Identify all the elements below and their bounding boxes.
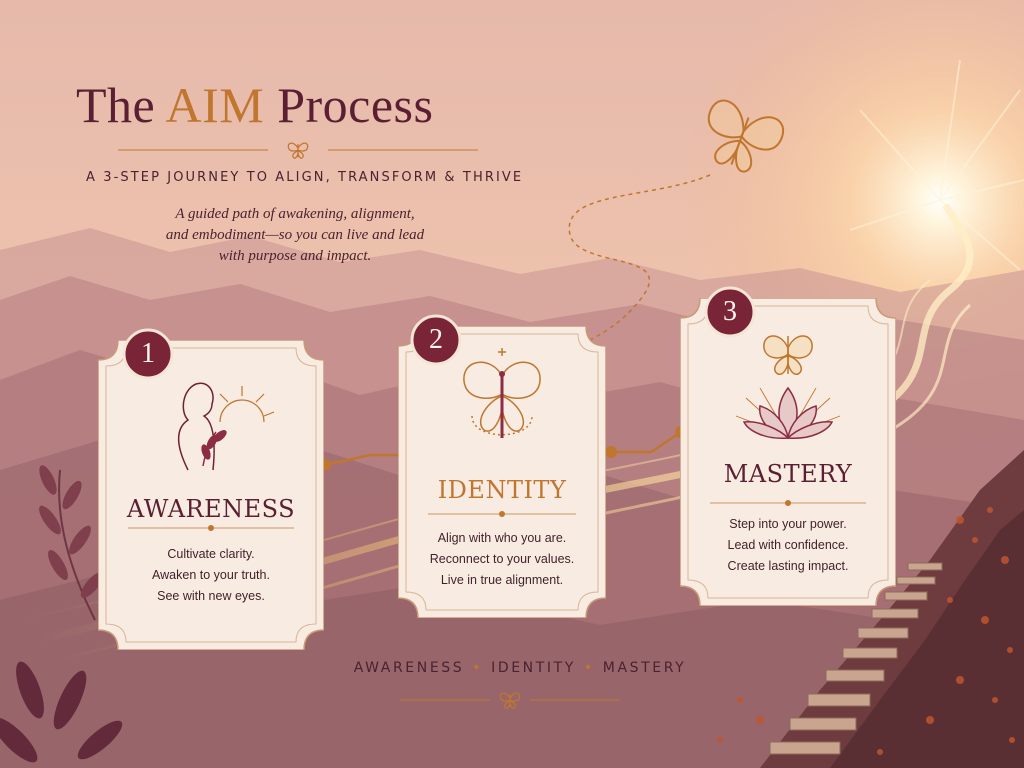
step-title: IDENTITY [437,476,567,504]
step-line: Live in true alignment. [440,573,564,587]
footer-separator: • [583,660,595,676]
step-line: Reconnect to your values. [429,552,575,566]
step-line: See with new eyes. [157,589,265,603]
tagline-line: and embodiment—so you can live and lead [165,227,425,243]
person-sun-icon [177,382,275,471]
tagline: A guided path of awakening, alignment, a… [110,204,480,267]
title-divider-ornament [118,142,478,159]
badge-circle [410,314,462,366]
footer-step: AWARENESS [353,660,465,676]
step-line: Step into your power. [729,517,847,531]
step-description: Step into your power. Lead with confiden… [680,514,896,577]
footer-step: IDENTITY [491,660,576,676]
step-line: Create lasting impact. [727,559,849,573]
title-suffix: Process [264,77,434,133]
footer-separator: • [472,660,484,676]
step-description: Cultivate clarity. Awaken to your truth.… [98,544,324,607]
step-number: 2 [429,324,443,355]
step-line: Lead with confidence. [727,538,849,552]
footer-step: MASTERY [602,660,687,676]
card-frame [680,298,896,606]
step-number-badge: 1 [122,328,174,380]
footer-step-list: AWARENESS • IDENTITY • MASTERY [320,660,720,676]
butterfly-flight-path [568,174,711,346]
page-title: The AIM Process [76,76,433,134]
step-line: Align with who you are. [437,531,567,545]
step-card-mastery: MASTERY Step into your power. Lead with … [680,298,896,606]
lotus-butterfly-icon [735,335,841,440]
footer-divider-ornament [400,692,620,709]
card-frame [398,326,606,618]
tagline-line: A guided path of awakening, alignment, [175,206,415,222]
butterfly-icon [463,348,541,438]
page-subtitle: A 3-STEP JOURNEY TO ALIGN, TRANSFORM & T… [86,170,524,185]
step-number-badge: 2 [410,314,462,366]
step-title: AWARENESS [126,495,296,523]
stone-stairs [769,562,943,755]
butterfly-icon [707,99,784,173]
step-number: 1 [141,338,155,369]
step-line: Awaken to your truth. [152,568,270,582]
step-line: Cultivate clarity. [167,547,255,561]
step-number-badge: 3 [704,286,756,338]
leaf-cluster-bottom-left [0,661,123,763]
step-card-identity: IDENTITY Align with who you are. Reconne… [398,326,606,618]
title-accent: AIM [165,77,265,133]
step-description: Align with who you are. Reconnect to you… [398,528,606,591]
badge-circle [704,286,756,338]
autumn-foliage [717,507,1015,755]
butterfly-icon [287,142,309,159]
butterfly-icon [499,692,521,709]
badge-circle [122,328,174,380]
title-prefix: The [76,77,166,133]
card-frame [98,340,324,650]
step-number: 3 [723,296,737,327]
tagline-line: with purpose and impact. [218,248,372,264]
step-title: MASTERY [723,460,853,488]
step-card-awareness: AWARENESS Cultivate clarity. Awaken to y… [98,340,324,650]
